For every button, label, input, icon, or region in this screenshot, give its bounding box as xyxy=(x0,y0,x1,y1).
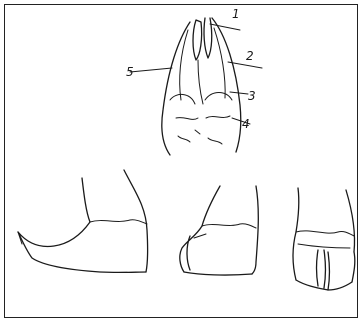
label-1: 1 xyxy=(232,7,240,21)
label-3: 3 xyxy=(248,89,256,103)
label-5: 5 xyxy=(126,65,134,79)
side-view-short-hoof xyxy=(180,186,258,275)
side-view-long-toe xyxy=(18,170,148,272)
label-2: 2 xyxy=(246,49,254,63)
label-4: 4 xyxy=(242,117,250,131)
rear-view-of-hoof xyxy=(293,188,355,290)
front-view-of-hooves xyxy=(162,18,241,155)
